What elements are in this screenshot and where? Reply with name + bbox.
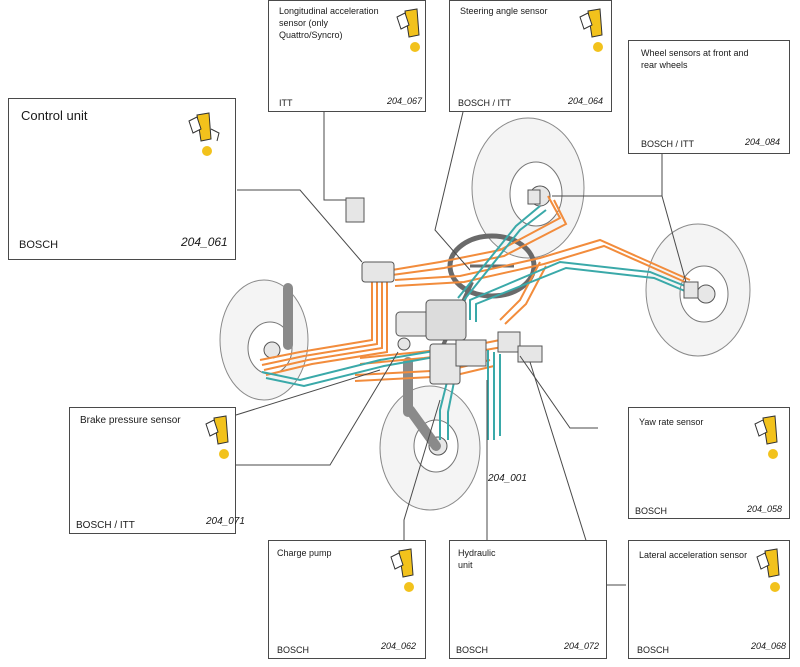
charge-pump-title: Charge pump — [277, 548, 332, 558]
wheel-sensor-module — [527, 189, 699, 299]
yaw-sensor-box: Yaw rate sensor BOSCH 204_058 — [628, 407, 790, 519]
charge-pump-code: 204_062 — [381, 641, 417, 651]
caution-hand-icon — [390, 548, 414, 592]
caution-hand-icon — [396, 8, 420, 52]
yaw-lateral-modules — [497, 331, 543, 363]
long-accel-title: Longitudinal acceleration sensor (only Q… — [279, 6, 379, 40]
steering-sensor-maker: BOSCH / ITT — [458, 98, 512, 108]
control-unit-title: Control unit — [21, 108, 88, 123]
hydraulic-unit-box: Hydraulic unit BOSCH 204_072 — [449, 540, 607, 659]
hydraulic-unit-module — [425, 299, 487, 385]
hydraulic-unit-maker: BOSCH — [456, 645, 489, 655]
lateral-sensor-code: 204_068 — [751, 641, 787, 651]
brake-pressure-title: Brake pressure sensor — [80, 415, 181, 426]
caution-hand-icon — [754, 415, 778, 459]
charge-pump-maker: BOSCH — [277, 645, 310, 655]
wheel-sensor-maker: BOSCH / ITT — [641, 139, 695, 149]
steering-sensor-title: Steering angle sensor — [460, 6, 548, 16]
yaw-sensor-title: Yaw rate sensor — [639, 417, 704, 427]
teal-brake-lines — [261, 205, 693, 440]
long-accel-code: 204_067 — [387, 96, 423, 106]
caution-hand-icon — [756, 548, 780, 592]
steering-sensor-box: Steering angle sensor BOSCH / ITT 204_06… — [449, 0, 612, 112]
lateral-sensor-box: Lateral acceleration sensor BOSCH 204_06… — [628, 540, 790, 659]
control-unit-module — [361, 261, 395, 283]
yaw-sensor-maker: BOSCH — [635, 506, 668, 516]
lateral-sensor-title: Lateral acceleration sensor — [639, 550, 748, 560]
long-accel-maker: ITT — [279, 98, 293, 108]
caution-hand-icon — [579, 8, 603, 52]
hydraulic-unit-code: 204_072 — [564, 641, 600, 651]
brake-pressure-code: 204_071 — [206, 516, 245, 527]
yaw-sensor-code: 204_058 — [747, 504, 783, 514]
charge-pump-module — [395, 311, 433, 351]
hydraulic-unit-title: Hydraulic unit — [458, 548, 496, 570]
charge-pump-box: Charge pump BOSCH 204_062 — [268, 540, 426, 659]
long-accel-module — [345, 197, 365, 223]
caution-hand-icon — [188, 112, 220, 156]
control-unit-code: 204_061 — [181, 235, 228, 249]
wheel-sensor-box: Wheel sensors at front and rear wheels B… — [628, 40, 790, 154]
control-unit-maker: BOSCH — [19, 239, 59, 251]
wheel-sensor-title: Wheel sensors at front and rear wheels — [641, 48, 749, 70]
long-accel-box: Longitudinal acceleration sensor (only Q… — [268, 0, 426, 112]
diagram-code: 204_001 — [488, 473, 527, 484]
lateral-sensor-maker: BOSCH — [637, 645, 670, 655]
rear-left-wheel — [219, 279, 309, 401]
wheel-sensor-code: 204_084 — [745, 137, 781, 147]
control-unit-box: Control unit BOSCH 204_061 — [8, 98, 236, 260]
brake-pressure-maker: BOSCH / ITT — [76, 520, 135, 531]
rear-right-wheel — [379, 385, 481, 511]
caution-hand-icon — [205, 415, 229, 459]
steering-sensor-code: 204_064 — [568, 96, 604, 106]
chassis-struts — [283, 283, 441, 451]
brake-pressure-box: Brake pressure sensor BOSCH / ITT 204_07… — [69, 407, 245, 534]
